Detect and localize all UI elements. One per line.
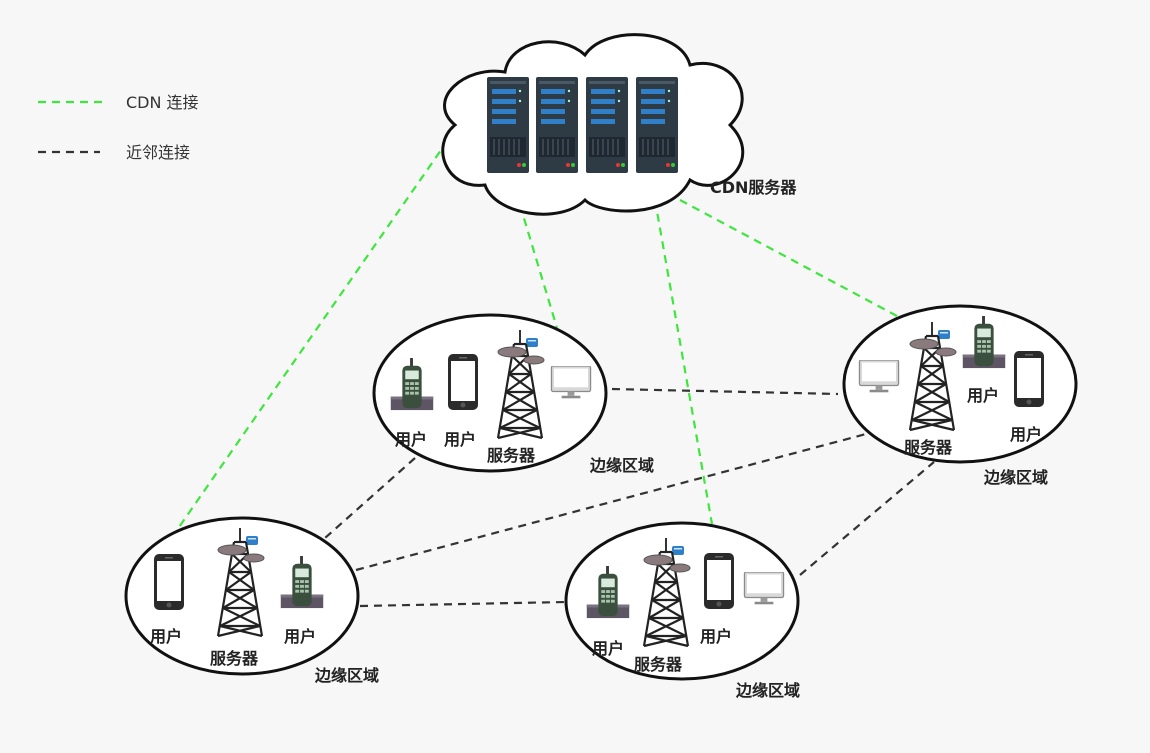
- legend-cdn-label: CDN 连接: [126, 93, 199, 112]
- legend: CDN 连接 近邻连接: [38, 93, 199, 162]
- smartphone-icon: [1014, 351, 1044, 407]
- cdn-cloud: CDN服务器: [441, 33, 797, 216]
- edge-area-label: 边缘区域: [735, 681, 800, 700]
- neighbor-link-top-right: [611, 387, 839, 396]
- cdn-server-rack-1: [487, 77, 529, 173]
- region-boundary: [564, 521, 800, 681]
- edge-region-left: 用户 用户 服务器 边缘区域: [124, 516, 379, 685]
- edge-area-label: 边缘区域: [589, 456, 654, 475]
- cdn-server-rack-3: [586, 77, 628, 173]
- neighbor-link-bottom-right: [799, 461, 935, 576]
- user-label: 用户: [395, 430, 427, 449]
- cdn-server-rack-2: [536, 77, 578, 173]
- user-label: 用户: [592, 639, 624, 658]
- cdn-server-rack-4: [636, 77, 678, 173]
- legend-neighbor-label: 近邻连接: [126, 143, 190, 162]
- server-label: 服务器: [634, 655, 683, 674]
- cdn-server-label: CDN服务器: [710, 178, 797, 197]
- user-label: 用户: [1010, 425, 1042, 444]
- neighbor-links: [324, 387, 935, 608]
- neighbor-link-left-right: [355, 432, 867, 572]
- region-boundary: [842, 304, 1078, 464]
- cdn-link-bottom: [653, 199, 714, 525]
- edge-region-right: 用户 服务器 用户 边缘区域: [842, 304, 1078, 487]
- neighbor-link-left-bottom: [359, 600, 567, 608]
- cdn-link-right: [679, 199, 898, 317]
- smartphone-icon: [704, 553, 734, 609]
- user-label: 用户: [700, 627, 732, 646]
- user-label: 用户: [284, 627, 316, 646]
- cdn-links: [176, 139, 898, 531]
- server-label: 服务器: [210, 649, 259, 668]
- server-label: 服务器: [487, 446, 536, 465]
- cdn-link-left: [176, 139, 449, 531]
- user-label: 用户: [444, 430, 476, 449]
- cdn-link-top: [518, 204, 559, 329]
- user-label: 用户: [967, 386, 999, 405]
- edge-region-top: 用户 用户 服务器 边缘区域: [372, 313, 654, 475]
- edge-area-label: 边缘区域: [983, 468, 1048, 487]
- neighbor-link-top-left: [324, 457, 416, 539]
- smartphone-icon: [448, 354, 478, 410]
- edge-area-label: 边缘区域: [314, 666, 379, 685]
- user-label: 用户: [150, 627, 182, 646]
- smartphone-icon: [154, 554, 184, 610]
- server-label: 服务器: [904, 438, 953, 457]
- edge-region-bottom: 用户 用户 服务器 边缘区域: [564, 521, 800, 700]
- region-boundary: [372, 313, 608, 473]
